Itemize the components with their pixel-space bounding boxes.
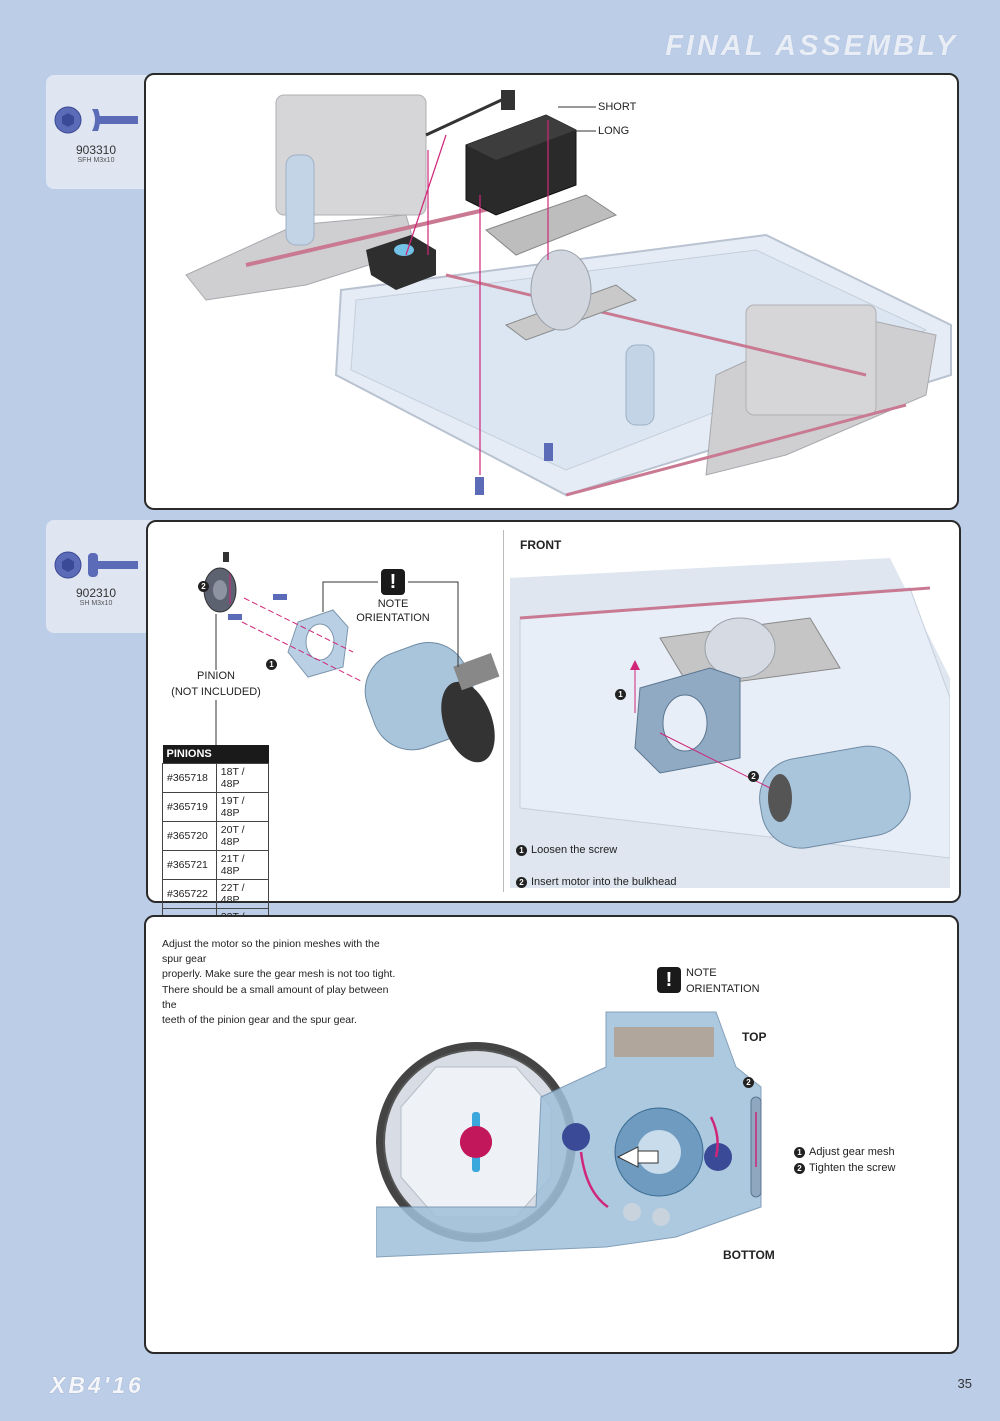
step-panel-3: Adjust the motor so the pinion meshes wi… <box>144 915 959 1354</box>
instruction-paragraph-1: Adjust the motor so the pinion meshes wi… <box>162 938 396 980</box>
callout-1: 1 <box>615 689 626 701</box>
pinion-label-line1: PINION <box>197 670 235 682</box>
motor-exploded-view <box>203 552 500 763</box>
label-short: SHORT <box>598 101 637 113</box>
callout-2: 2 <box>743 1077 754 1089</box>
top-label: TOP <box>742 1030 767 1044</box>
motor-install-view <box>510 558 950 888</box>
model-logo: XB4'16 <box>50 1372 144 1398</box>
page-number: 35 <box>957 1376 972 1391</box>
callout-2: 2 <box>748 771 759 783</box>
screw-icon <box>54 106 138 134</box>
note-label-line1: NOTE <box>686 967 717 979</box>
chassis-illustration <box>185 90 952 497</box>
part-description: SH M3x10 <box>79 600 113 607</box>
pinions-header: PINIONS <box>162 745 269 764</box>
instruction-paragraph-2: There should be a small amount of play b… <box>162 984 389 1026</box>
step-panel-1: SHORT LONG <box>144 73 959 510</box>
step-panel-2: 2 1 ! NOTE ORIENTATION PINION (NOT INCLU… <box>146 520 961 938</box>
warning-icon: ! <box>381 569 405 595</box>
part-number: 902310 <box>75 586 117 600</box>
screw-icon <box>54 551 138 579</box>
panel-divider <box>503 530 504 892</box>
bottom-label: BOTTOM <box>723 1248 775 1262</box>
pinion-label-line2: (NOT INCLUDED) <box>171 686 261 698</box>
part-description: SFH M3x10 <box>77 157 115 164</box>
part-number: 903310 <box>75 143 117 157</box>
gear-mesh-diagram <box>376 1011 762 1258</box>
section-title: FINAL ASSEMBLY <box>665 30 958 62</box>
label-long: LONG <box>598 125 630 137</box>
callout-2: 2 <box>198 581 209 593</box>
note-label-line2: ORIENTATION <box>686 983 760 995</box>
front-label: FRONT <box>520 538 562 552</box>
warning-icon: ! <box>657 967 681 993</box>
note-label-line2: ORIENTATION <box>356 612 430 624</box>
callout-1: 1 <box>266 659 277 671</box>
note-label-line1: NOTE <box>377 598 409 610</box>
